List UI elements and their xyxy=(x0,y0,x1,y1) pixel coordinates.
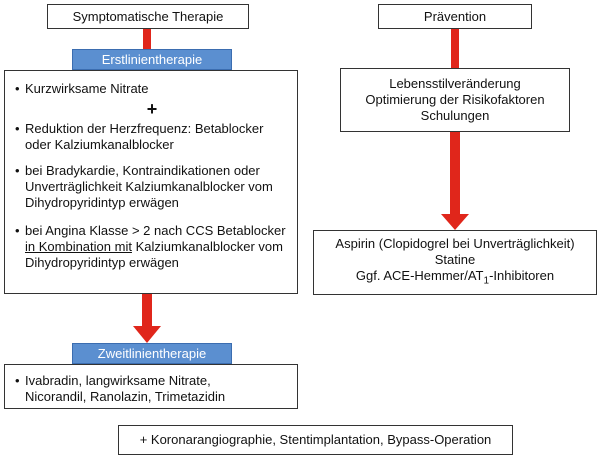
prevention-label: Prävention xyxy=(423,8,487,24)
interventions-box: + Koronarangiographie, Stentimplantation… xyxy=(118,425,513,455)
medication-line-aspirin: Aspirin (Clopidogrel bei Unverträglichke… xyxy=(335,235,575,251)
first-line-item-nitrates: Kurzwirksame Nitrate xyxy=(15,81,289,97)
lifestyle-line-2: Optimierung der Risikofaktoren xyxy=(365,92,545,107)
medication-line-statins: Statine xyxy=(434,251,476,267)
first-line-header: Erstlinientherapie xyxy=(72,49,232,70)
medication-box: Aspirin (Clopidogrel bei Unverträglichke… xyxy=(313,230,597,295)
symptomatic-therapy-label: Symptomatische Therapie xyxy=(72,8,224,24)
arrow-prevention-to-lifestyle xyxy=(451,26,459,70)
lifestyle-line-1: Lebensstilveränderung xyxy=(389,76,521,91)
first-line-list: Kurzwirksame Nitrate xyxy=(15,81,289,97)
first-line-box: Kurzwirksame Nitrate + Reduktion der Her… xyxy=(4,70,298,294)
arrow-first-to-second-line-shaft xyxy=(142,294,152,328)
plus-sign: + xyxy=(146,99,158,119)
interventions-label: + Koronarangiographie, Stentimplantation… xyxy=(139,432,492,447)
in-combination-underlined: in Kombination mit xyxy=(25,239,132,254)
medication-line-ace: Ggf. ACE-Hemmer/AT1-Inhibitoren xyxy=(355,267,555,287)
arrow-symptomatic-to-first-line xyxy=(143,26,151,50)
second-line-header-label: Zweitlinientherapie xyxy=(97,346,207,361)
arrow-first-to-second-line-head xyxy=(133,326,161,343)
prevention-box: Prävention xyxy=(378,4,532,29)
second-line-item: Ivabradin, langwirksame Nitrate, Nicoran… xyxy=(15,373,227,405)
arrow-lifestyle-to-meds-head xyxy=(441,214,469,230)
at1-subscript: 1 xyxy=(483,275,490,287)
arrow-lifestyle-to-meds-shaft xyxy=(450,132,460,217)
symptomatic-therapy-box: Symptomatische Therapie xyxy=(47,4,249,29)
first-line-item-angina: bei Angina Klasse > 2 nach CCS Betablock… xyxy=(15,223,289,271)
lifestyle-line-3: Schulungen xyxy=(420,108,490,123)
second-line-box: Ivabradin, langwirksame Nitrate, Nicoran… xyxy=(4,364,298,409)
first-line-item-heart-rate: Reduktion der Herzfrequenz: Betablocker … xyxy=(15,121,289,153)
first-line-header-label: Erstlinientherapie xyxy=(101,52,203,67)
first-line-item-bradycardia: bei Bradykardie, Kontraindikationen oder… xyxy=(15,163,289,211)
second-line-header: Zweitlinientherapie xyxy=(72,343,232,364)
lifestyle-box: Lebensstilveränderung Optimierung der Ri… xyxy=(340,68,570,132)
